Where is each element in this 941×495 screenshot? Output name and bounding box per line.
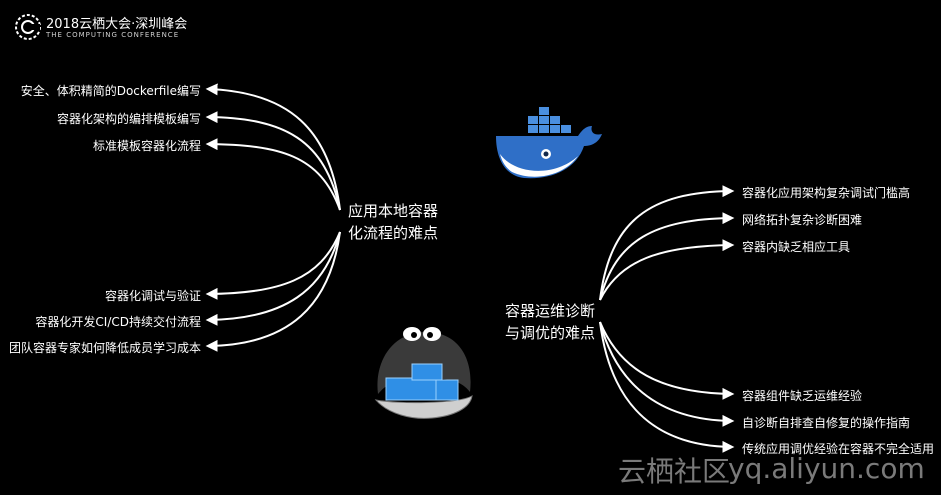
left-connector-1: [205, 83, 341, 211]
left-topic-line1: 应用本地容器: [348, 202, 439, 220]
left-item-3: 标准模板容器化流程: [92, 139, 201, 153]
left-topic: 应用本地容器 化流程的难点: [348, 200, 438, 244]
docker-whale-icon: [496, 107, 602, 179]
left-item-4: 容器化调试与验证: [104, 289, 201, 303]
conference-logo-icon: [15, 14, 41, 40]
right-connector-5: [599, 321, 735, 427]
right-item-4: 容器组件缺乏运维经验: [742, 389, 863, 403]
left-connector-6: [205, 231, 341, 352]
right-connector-3: [599, 239, 735, 301]
conference-subtitle: THE COMPUTING CONFERENCE: [46, 31, 180, 39]
left-connector-5: [205, 231, 341, 326]
conference-logo: [14, 13, 42, 45]
watermark-cn: 云栖社区: [618, 455, 731, 488]
right-topic-line2: 与调优的难点: [505, 324, 596, 342]
right-item-5: 自诊断自排查自修复的操作指南: [742, 416, 911, 430]
left-connector-3: [205, 138, 341, 211]
right-item-2: 网络拓扑复杂诊断困难: [742, 213, 863, 227]
right-connector-6: [599, 321, 735, 453]
left-item-1: 安全、体积精简的Dockerfile编写: [20, 84, 201, 98]
container-oyster-icon: [374, 327, 473, 419]
right-topic: 容器运维诊断 与调优的难点: [505, 300, 595, 344]
right-connector-2: [599, 212, 735, 301]
left-item-5: 容器化开发CI/CD持续交付流程: [35, 315, 201, 329]
right-connector-4: [599, 321, 735, 400]
left-connector-4: [205, 231, 341, 300]
left-item-2: 容器化架构的编排模板编写: [56, 112, 201, 126]
watermark-en: yq.aliyun.com: [728, 452, 925, 485]
right-item-6: 传统应用调优经验在容器不完全适用: [742, 442, 935, 456]
conference-title: 2018云栖大会·深圳峰会: [46, 17, 188, 32]
right-topic-line1: 容器运维诊断: [505, 302, 596, 320]
right-item-1: 容器化应用架构复杂调试门槛高: [742, 186, 911, 200]
right-connector-1: [599, 185, 735, 301]
left-topic-line2: 化流程的难点: [348, 224, 439, 242]
left-item-6: 团队容器专家如何降低成员学习成本: [8, 341, 201, 355]
left-connector-2: [205, 111, 341, 211]
right-item-3: 容器内缺乏相应工具: [742, 240, 851, 254]
